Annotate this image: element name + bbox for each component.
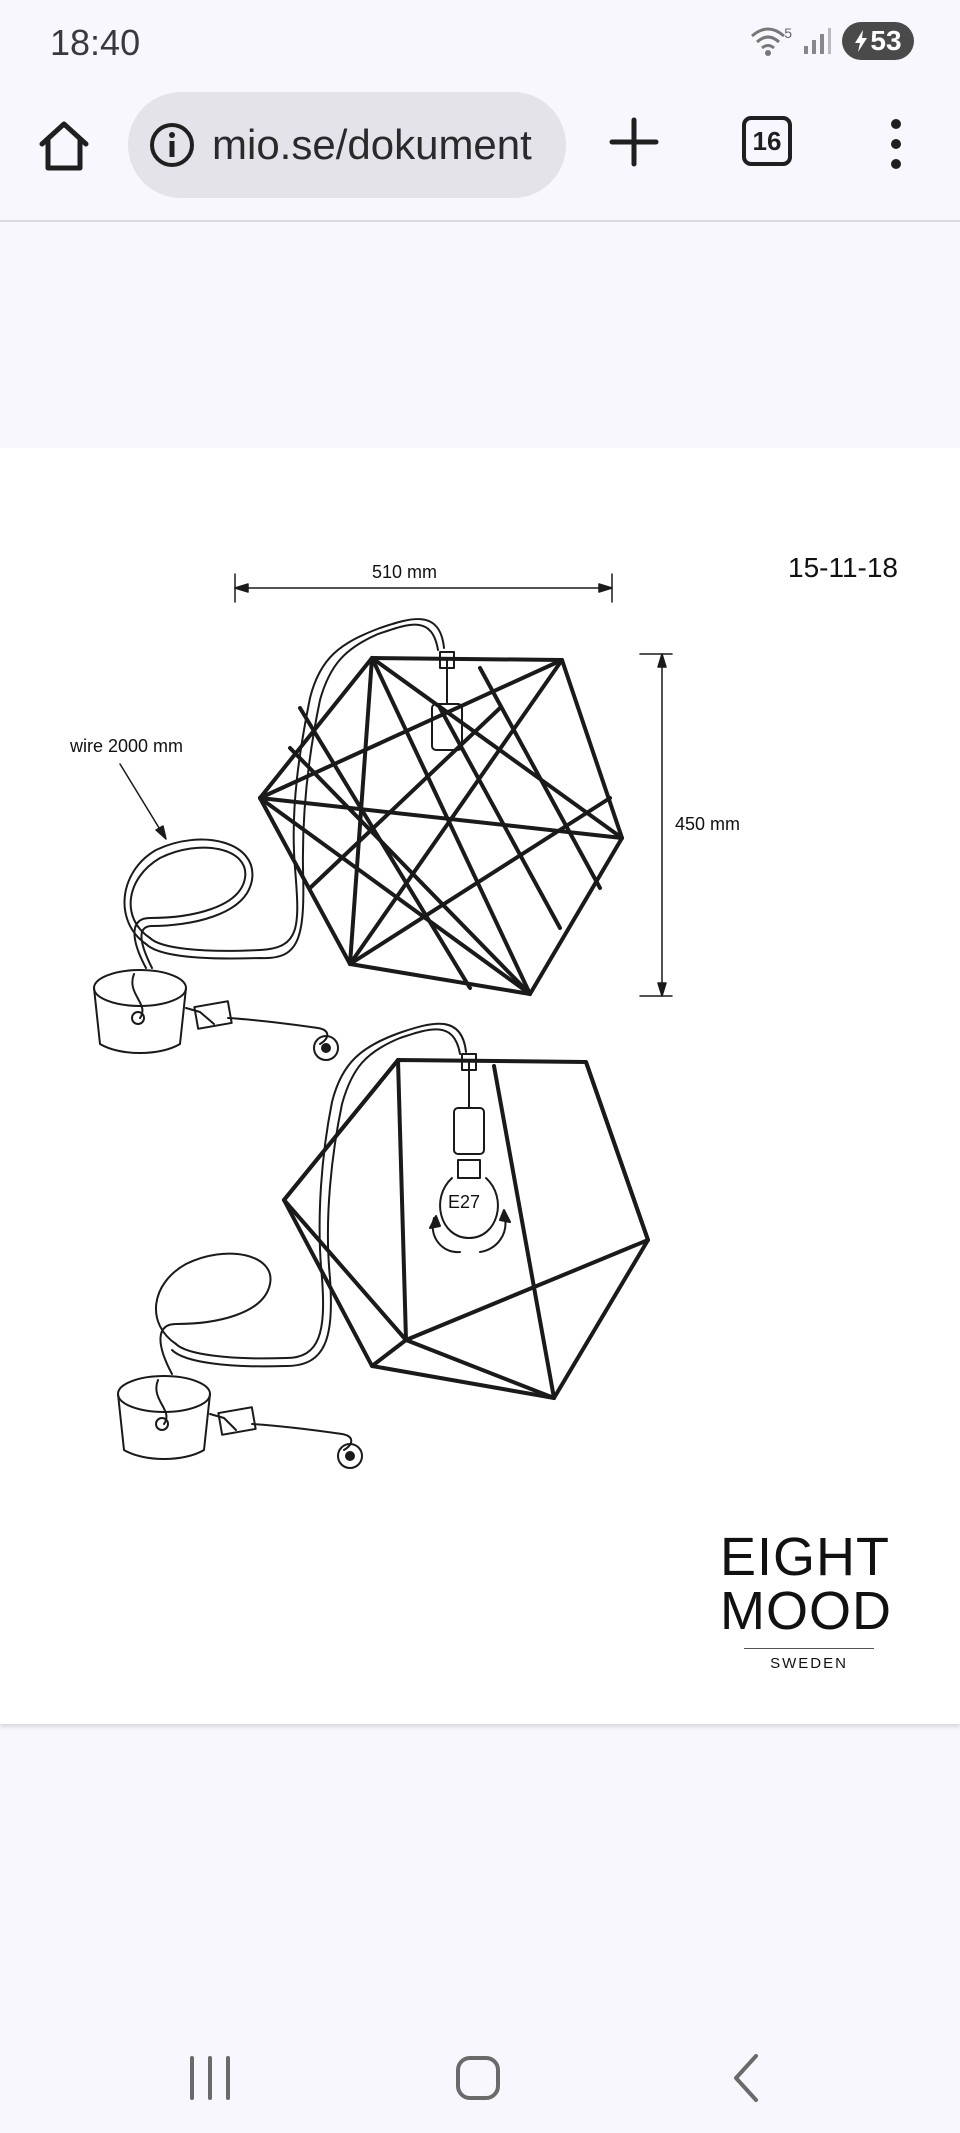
bottom-lamp-canopy: [117, 1375, 363, 1469]
tab-count: 16: [752, 125, 782, 156]
url-bar[interactable]: mio.se/dokument: [128, 92, 566, 198]
home-nav-icon[interactable]: [448, 2050, 508, 2106]
recent-apps-icon[interactable]: [180, 2050, 240, 2106]
document-date: 15-11-18: [788, 552, 899, 583]
wire-arrow: [119, 763, 167, 840]
battery-indicator: 53: [842, 22, 914, 60]
wire-label: wire 2000 mm: [70, 736, 184, 756]
top-lamp-cage: [258, 656, 624, 996]
bottom-lamp-cage: [282, 1058, 650, 1400]
signal-icon: [804, 28, 831, 54]
height-label: 450 mm: [675, 814, 741, 834]
brand-sub: SWEDEN: [744, 1648, 874, 1672]
width-label: 510 mm: [372, 562, 438, 582]
width-dimension: [234, 573, 613, 603]
wifi-badge: 5: [784, 25, 792, 41]
home-icon[interactable]: [34, 116, 94, 176]
status-icons: 5 53: [748, 22, 914, 60]
url-text[interactable]: mio.se/dokument: [212, 121, 532, 168]
height-dimension: [639, 653, 673, 997]
wifi-icon: [751, 27, 786, 56]
system-nav-bar: [0, 2020, 960, 2133]
bulb-label: E27: [448, 1192, 481, 1212]
plus-icon[interactable]: [608, 116, 660, 168]
battery-level: 53: [870, 25, 902, 56]
document-page: 15-11-18 510 mm 450 mm wire 2000 mm E27 …: [0, 448, 960, 1724]
lamp-drawing: [93, 573, 673, 1469]
top-lamp-socket: [123, 618, 463, 969]
charging-icon: [855, 30, 868, 52]
brand-line-2: MOOD: [720, 1581, 892, 1641]
tab-switcher-button[interactable]: 16: [742, 116, 792, 166]
brand-line-1: EIGHT: [720, 1527, 891, 1587]
status-bar: 18:40 5 53: [0, 0, 960, 86]
status-time: 18:40: [50, 22, 141, 63]
top-lamp-canopy: [93, 969, 339, 1061]
browser-toolbar: mio.se/dokument 16: [0, 86, 960, 222]
info-icon[interactable]: [148, 121, 196, 169]
more-menu-icon[interactable]: [878, 114, 914, 174]
bottom-lamp-socket: [154, 1022, 511, 1375]
back-nav-icon[interactable]: [718, 2050, 778, 2106]
brand-logo: EIGHT MOOD SWEDEN: [720, 1530, 898, 1672]
